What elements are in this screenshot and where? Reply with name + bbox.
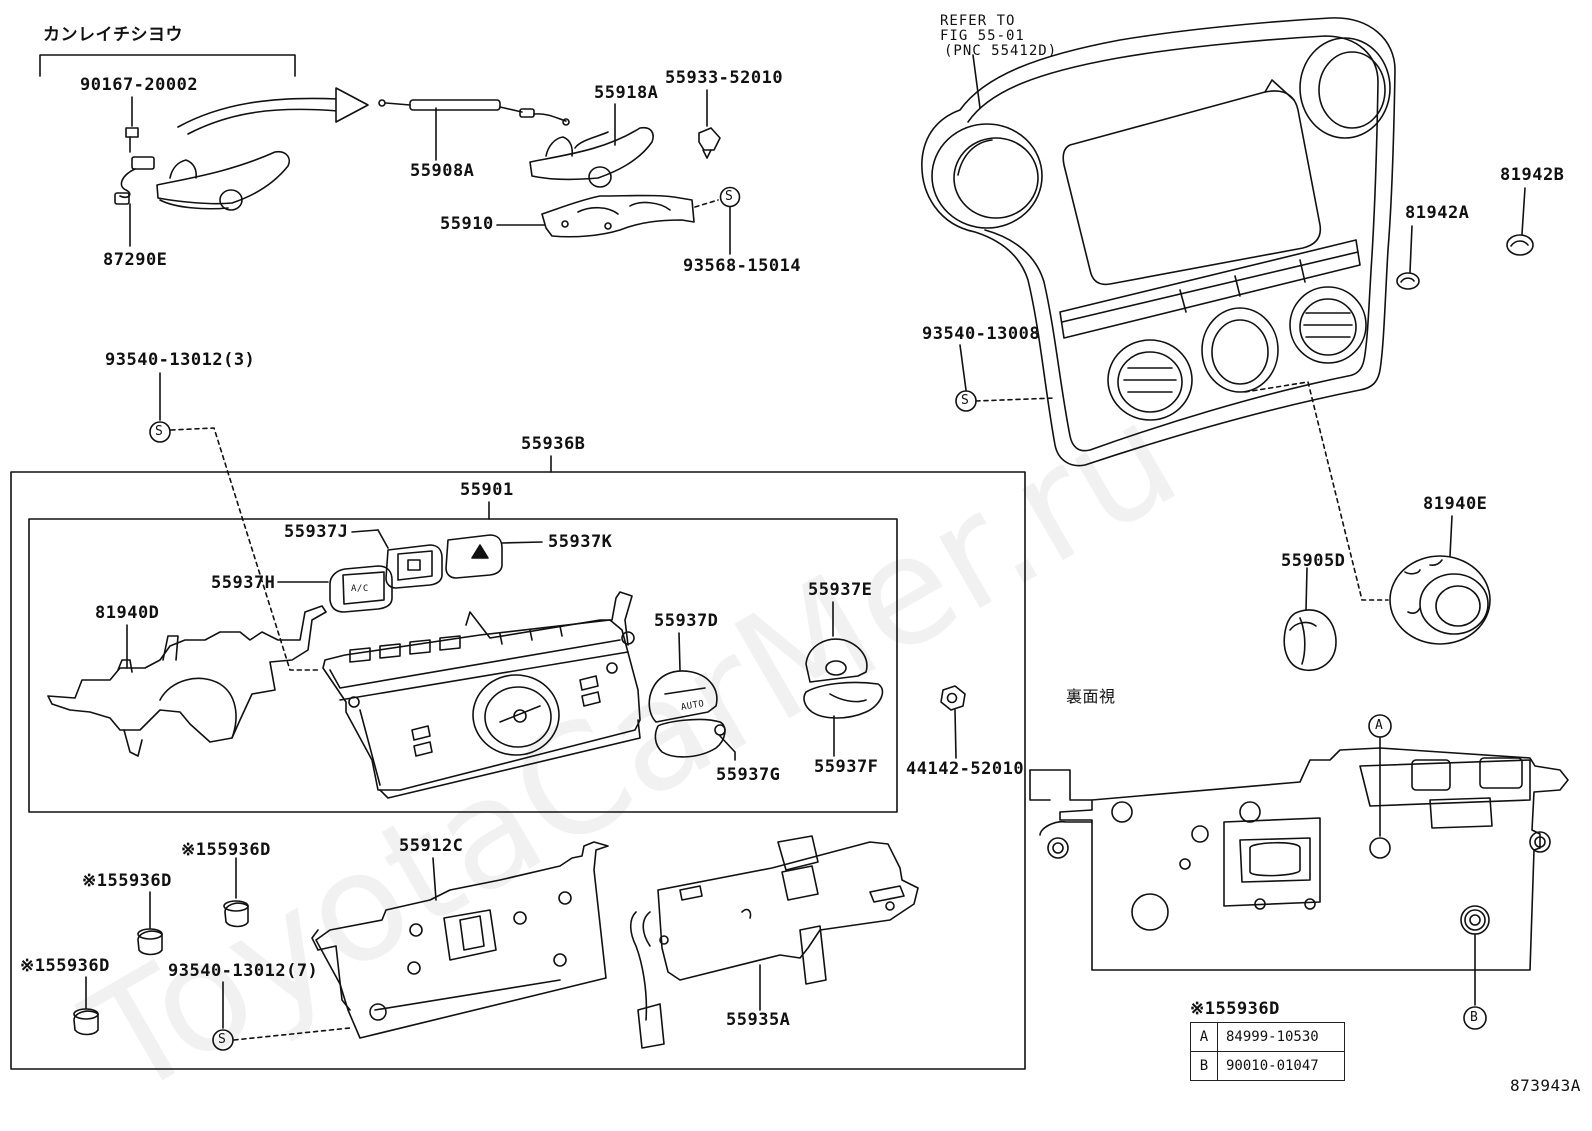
label-93568-15014: 93568-15014: [683, 256, 802, 276]
label-55937H: 55937H: [211, 573, 276, 593]
figure-code: 873943A: [1510, 1076, 1581, 1095]
rear-view-label: 裏面視: [1066, 687, 1116, 706]
label-93540-13012-3: 93540-13012(3): [105, 350, 256, 370]
clip-55933-drawing: [698, 89, 721, 159]
diagram-drawing: [10, 17, 1569, 1070]
label-55933-52010: 55933-52010: [665, 68, 784, 88]
label-55936D-1: ※155936D: [181, 840, 271, 860]
board-55935A-drawing: [629, 835, 919, 1049]
key-row-b: B 90010-01047: [1190, 1051, 1345, 1081]
key-part-b: 90010-01047: [1217, 1051, 1345, 1081]
control-panel-drawing: [322, 591, 641, 799]
label-55908A: 55908A: [410, 161, 475, 181]
knob-55918A-drawing: [529, 103, 654, 188]
label-55936B: 55936B: [521, 434, 586, 454]
screw-mark-S-4: S: [218, 1032, 227, 1047]
knob-81940E-drawing: [1389, 515, 1491, 645]
assembly-arrow: [177, 87, 369, 135]
label-55937E: 55937E: [808, 580, 873, 600]
label-81940D: 81940D: [95, 603, 160, 623]
label-55935A: 55935A: [726, 1010, 791, 1030]
screw-mark-S-2: S: [961, 393, 970, 408]
knob-left-drawing: [156, 150, 291, 211]
bolt-90167-drawing: [125, 96, 139, 153]
label-81942B: 81942B: [1500, 165, 1565, 185]
screw-93540-13012-3-drawing: [149, 372, 319, 671]
refer-line-1: REFER TO: [940, 13, 1016, 29]
rear-view-drawing: [1029, 737, 1569, 1006]
bracket-55910-drawing: [496, 186, 741, 255]
key-row-a: A 84999-10530: [1190, 1022, 1345, 1052]
label-44142-52010: 44142-52010: [906, 759, 1025, 779]
refer-line-3: (PNC 55412D): [944, 43, 1058, 59]
screw-symbols-top: [955, 344, 977, 412]
cold-spec-bracket: [39, 54, 296, 77]
button-pins-55936D-drawing: [73, 857, 249, 1036]
screw-mark-S-3: S: [725, 189, 734, 204]
label-93540-13012-7: 93540-13012(7): [168, 961, 319, 981]
key-table-title: ※155936D: [1190, 999, 1280, 1019]
label-55910: 55910: [440, 214, 494, 234]
label-93540-13008: 93540-13008: [922, 324, 1041, 344]
board-55912C-drawing: [311, 841, 609, 1039]
label-55912C: 55912C: [399, 836, 464, 856]
label-55937D: 55937D: [654, 611, 719, 631]
parts-diagram: ToyotaCarMer.ru: [10, 13, 1581, 1131]
label-55937F: 55937F: [814, 757, 879, 777]
knob-55905D-drawing: [1283, 567, 1337, 671]
screw-93540-13012-7-drawing: [212, 981, 351, 1051]
label-55936D-3: ※155936D: [20, 956, 110, 976]
label-90167-20002: 90167-20002: [80, 75, 199, 95]
label-55905D: 55905D: [1281, 551, 1346, 571]
screw-mark-S-1: S: [155, 424, 164, 439]
bracket-81940D-drawing: [47, 605, 327, 757]
refer-line-2: FIG 55-01: [940, 28, 1025, 44]
nut-44142-drawing: [940, 685, 966, 759]
knob-caps-right-drawing: [648, 601, 884, 761]
key-mark-b: B: [1190, 1051, 1218, 1081]
label-55901: 55901: [460, 480, 514, 500]
label-81942A: 81942A: [1405, 203, 1470, 223]
assembly-box-55901: [28, 501, 898, 813]
label-55937G: 55937G: [716, 765, 781, 785]
key-part-a: 84999-10530: [1217, 1022, 1345, 1052]
ac-button-text: A/C: [351, 584, 369, 594]
cold-spec-label: カンレイチシヨウ: [43, 25, 183, 45]
label-81940E: 81940E: [1423, 494, 1488, 514]
key-table: A 84999-10530 B 90010-01047: [1190, 1022, 1345, 1081]
label-55937K: 55937K: [548, 532, 613, 552]
callout-B: B: [1470, 1010, 1479, 1025]
cable-55908A-drawing: [378, 99, 567, 161]
label-87290E: 87290E: [103, 250, 168, 270]
callout-markers: [1368, 714, 1487, 1030]
callout-A: A: [1375, 718, 1384, 733]
assembly-box-55936B: [10, 455, 1026, 1070]
ornament-81942-drawing: [1396, 187, 1534, 290]
label-55937J: 55937J: [284, 522, 349, 542]
center-cluster-panel-drawing: [921, 17, 1396, 601]
label-55936D-2: ※155936D: [82, 871, 172, 891]
sensor-87290E-drawing: [114, 156, 155, 247]
button-caps-drawing: [277, 529, 543, 613]
key-mark-a: A: [1190, 1022, 1218, 1052]
label-55918A: 55918A: [594, 83, 659, 103]
